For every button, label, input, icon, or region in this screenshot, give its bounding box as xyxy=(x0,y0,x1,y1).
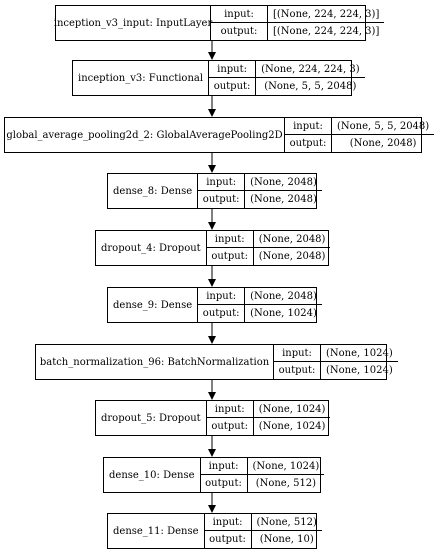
layer-ports: input:(None, 2048)output:(None, 2048) xyxy=(198,174,322,208)
layer-ports: input:(None, 1024)output: (None, 512) xyxy=(200,458,325,492)
output-shape: (None, 1024) xyxy=(250,308,317,319)
input-shape: (None, 512) xyxy=(251,514,322,531)
connector-arrows xyxy=(208,41,216,513)
output-label: output: xyxy=(198,191,246,208)
output-shape: (None, 2048) xyxy=(250,194,317,205)
input-shape: (None, 1024) xyxy=(247,458,325,475)
input-shape: (None, 2048) xyxy=(253,231,331,248)
layer-ports: input:(None, 2048)output:(None, 2048) xyxy=(206,231,331,265)
input-shape: (None, 2048) xyxy=(245,174,322,191)
input-label: input: xyxy=(211,6,268,23)
layer-name: dense_10: Dense xyxy=(104,458,201,492)
input-label: input: xyxy=(204,514,252,531)
output-shape: (None, 10) xyxy=(259,534,314,545)
output-shape: (None, 1024) xyxy=(326,365,393,376)
layer-ports: input:(None, 1024)output:(None, 1024) xyxy=(274,345,398,379)
layer-name: inception_v3_input: InputLayer xyxy=(54,6,212,40)
layer-name: dropout_4: Dropout xyxy=(96,231,207,265)
layer-name: dense_8: Dense xyxy=(108,174,199,208)
output-shape: (None, 2048) xyxy=(349,138,417,149)
layer-ports: input:(None, 224, 224, 3)output: (None, 5… xyxy=(209,61,365,95)
output-label: output: xyxy=(201,475,248,492)
layer-ports: input:(None, 1024)output:(None, 1024) xyxy=(206,401,331,435)
input-shape: (None, 2048) xyxy=(245,288,322,305)
input-shape: (None, 224, 224, 3) xyxy=(256,61,365,78)
input-label: input: xyxy=(274,345,321,362)
output-label: output: xyxy=(274,362,321,379)
output-label: output: xyxy=(209,78,257,95)
layer-name: dense_9: Dense xyxy=(108,288,199,322)
output-shape: (None, 1024) xyxy=(258,421,326,432)
output-label: output: xyxy=(207,248,254,265)
output-label: output: xyxy=(198,305,246,322)
output-label: output: xyxy=(207,418,254,435)
layer-ports: input:(None, 512)output: (None, 10) xyxy=(204,514,322,548)
input-label: input: xyxy=(206,401,254,418)
input-shape: [(None, 224, 224, 3)] xyxy=(268,6,385,23)
layer-ports: input:(None, 2048)output: (None, 1024) xyxy=(198,288,322,322)
output-shape: (None, 5, 5, 2048) xyxy=(264,81,357,92)
layer-name: dense_11: Dense xyxy=(108,514,205,548)
layer-ports: input:(None, 5, 5, 2048)output: (None, 20… xyxy=(285,118,434,152)
output-shape: (None, 2048) xyxy=(258,251,326,262)
input-shape: (None, 5, 5, 2048) xyxy=(332,118,434,135)
input-label: input: xyxy=(198,288,246,305)
input-shape: (None, 1024) xyxy=(321,345,398,362)
input-shape: (None, 1024) xyxy=(253,401,331,418)
input-label: input: xyxy=(200,458,248,475)
output-label: output: xyxy=(211,23,268,40)
input-label: input: xyxy=(198,174,246,191)
output-label: output: xyxy=(205,531,252,548)
input-label: input: xyxy=(285,118,332,135)
layer-name: batch_normalization_96: BatchNormalizati… xyxy=(36,345,274,379)
layer-node: batch_normalization_96: BatchNormalizati… xyxy=(35,344,398,380)
layer-name: inception_v3: Functional xyxy=(73,61,210,95)
output-label: output: xyxy=(285,135,332,152)
layer-name: global_average_pooling2d_2: GlobalAverag… xyxy=(5,118,285,152)
layer-node: global_average_pooling2d_2: GlobalAverag… xyxy=(4,117,434,153)
output-shape: [(None, 224, 224, 3)] xyxy=(273,26,380,37)
input-label: input: xyxy=(206,231,254,248)
output-shape: (None, 512) xyxy=(255,478,317,489)
input-label: input: xyxy=(209,61,257,78)
layer-name: dropout_5: Dropout xyxy=(96,401,207,435)
layer-ports: input:[(None, 224, 224, 3)]output:[(None… xyxy=(211,6,385,40)
